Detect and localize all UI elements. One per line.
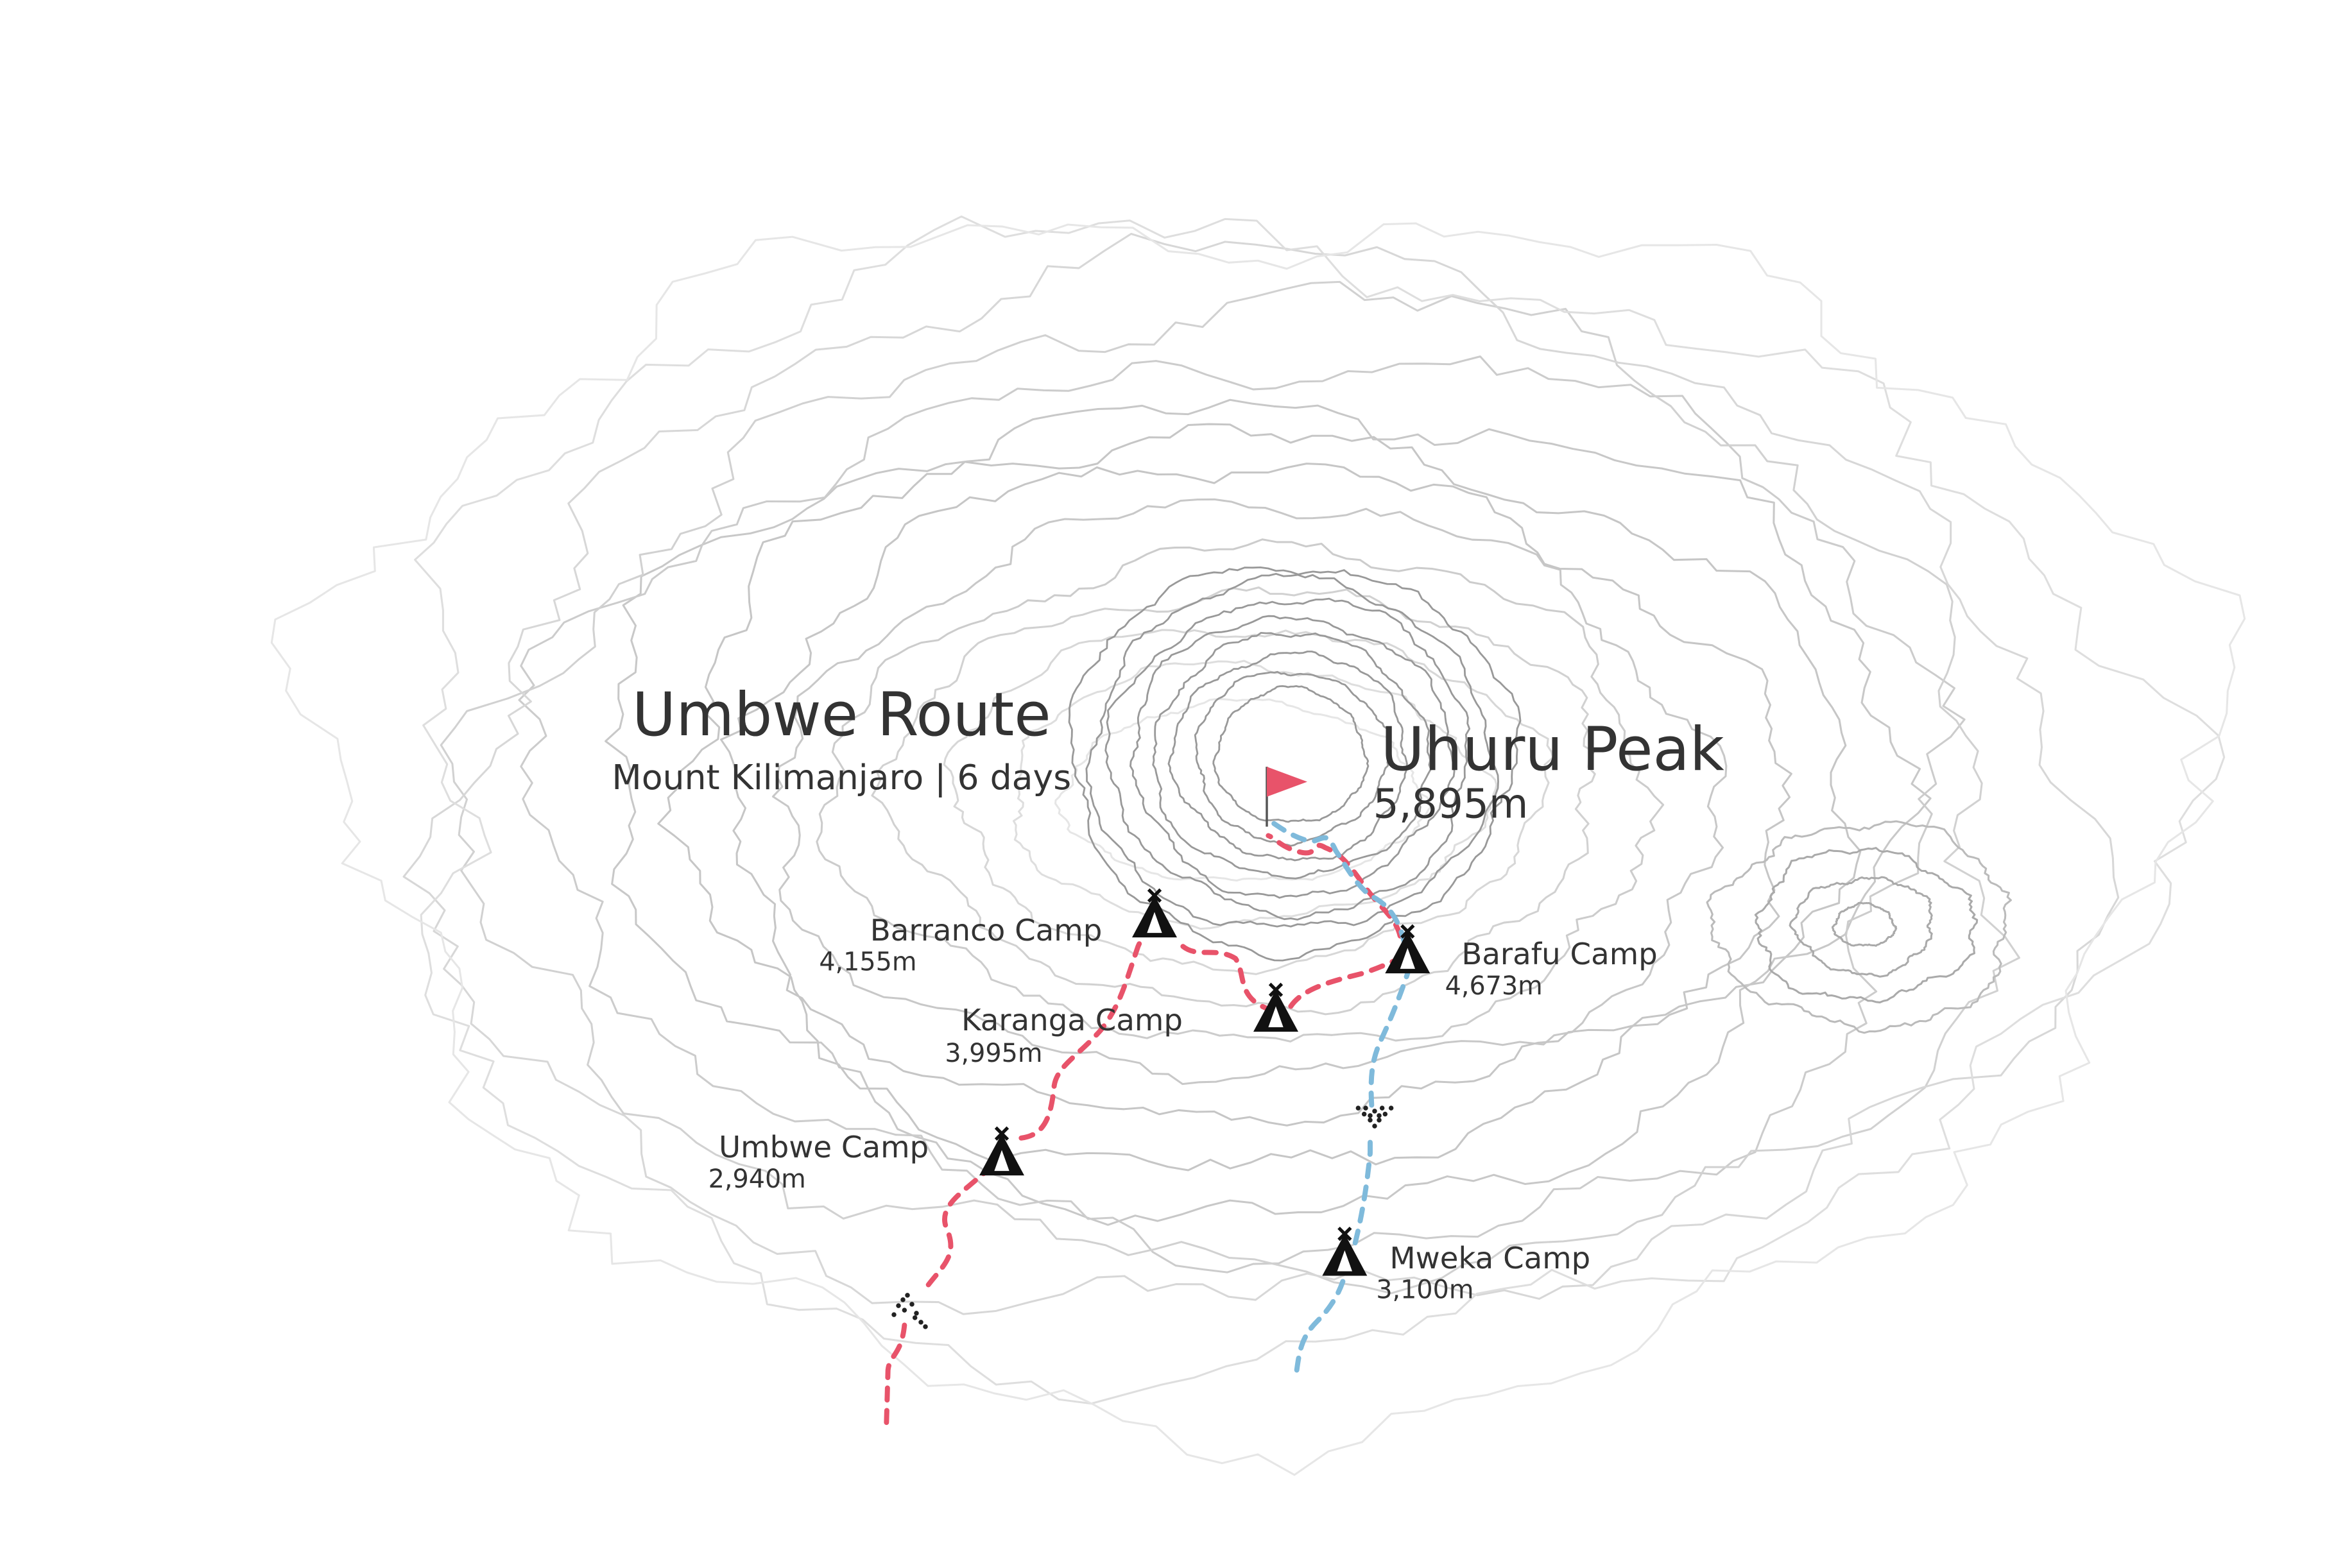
contour-line [270,222,2246,1476]
contour-line [771,498,1728,1086]
arrow-dot [1372,1109,1377,1114]
camp-elevation-mweka: 3,100m [1376,1275,1473,1305]
camp-name-karanga: Karanga Camp [961,1003,1183,1038]
contour-line [1212,685,1370,823]
camp-name-barranco: Barranco Camp [870,914,1103,948]
contour-line [1706,820,2012,1034]
arrow-dot [891,1312,897,1317]
arrow-dot [1388,1105,1394,1111]
camp-name-mweka: Mweka Camp [1389,1241,1590,1276]
camp-name-barafu: Barafu Camp [1461,937,1657,972]
arrow-dot [923,1324,928,1329]
arrow-dot [912,1315,918,1320]
contour-line [816,538,1665,1043]
arrow-dot [900,1297,906,1302]
descent-route [1267,818,1411,1373]
arrow-dot [1372,1123,1377,1129]
contour-line [1194,670,1391,847]
contour-line [1104,597,1471,921]
summit-name: Uhuru Peak [1380,715,1724,785]
contour-line [605,398,1932,1226]
direction-arrow-ascent [891,1293,928,1329]
tent-icon-barafu [1385,924,1430,974]
contour-lines [270,215,2246,1476]
direction-arrow-descent [1355,1105,1394,1129]
contour-line [719,463,1792,1127]
contour-line [440,280,2021,1295]
contour-line [943,629,1554,975]
contour-line [1054,698,1432,882]
arrow-dot [914,1311,919,1316]
arrow-dot [1377,1113,1382,1118]
contour-line [1129,615,1456,899]
contour-line [414,215,2226,1405]
contour-line [1152,631,1432,880]
arrow-dot [1363,1105,1368,1111]
map-subtitle: Mount Kilimanjaro | 6 days [612,757,1071,797]
arrow-dot [896,1303,901,1308]
contour-line [657,423,1862,1172]
arrow-dot [1379,1105,1385,1111]
tent-icon-karanga [1253,982,1298,1032]
arrow-dot [909,1302,915,1307]
contour-line [1167,651,1408,862]
camp-elevation-barafu: 4,673m [1445,971,1543,1001]
arrow-dot [1368,1118,1373,1123]
contour-line [1085,573,1499,928]
arrow-dot [1355,1105,1361,1111]
camp-elevation-barranco: 4,155m [819,948,916,977]
tent-icon-umbwe [979,1126,1024,1176]
arrow-dot [1377,1118,1382,1123]
arrow-dot [905,1293,910,1298]
camp-elevation-karanga: 3,995m [945,1039,1042,1068]
arrow-dot [1361,1111,1367,1117]
contour-line [518,355,1966,1274]
contour-line [1754,847,1979,1003]
arrow-dot [1382,1111,1388,1117]
camp-elevation-umbwe: 2,940m [709,1164,806,1194]
summit-elevation: 5,895m [1373,781,1529,828]
contour-line [871,586,1596,1016]
contour-line [1832,901,1898,947]
contour-line [1789,876,1933,978]
arrow-dot [918,1320,923,1325]
summit-flag-icon [1266,767,1307,827]
contour-line [402,232,2120,1315]
tent-icon-mweka [1322,1227,1368,1276]
arrow-dot [902,1308,907,1313]
camp-name-umbwe: Umbwe Camp [719,1130,929,1165]
ascent-route [884,833,1403,1426]
tent-icon-barranco [1132,888,1177,938]
arrow-dot [1368,1113,1373,1118]
contour-line [1012,660,1498,930]
map-title: Umbwe Route [632,680,1051,750]
